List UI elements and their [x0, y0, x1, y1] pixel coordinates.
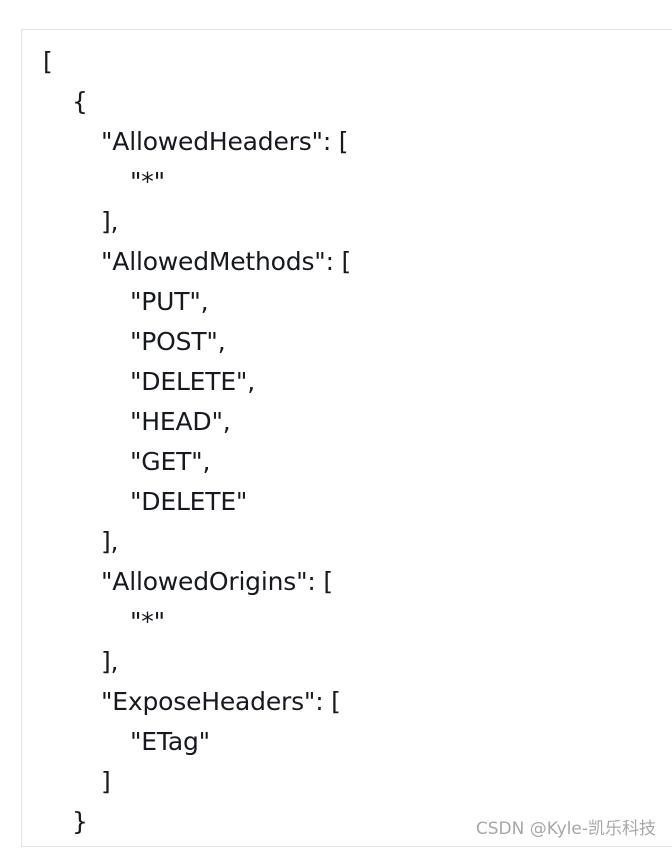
csdn-watermark: CSDN @Kyle-凯乐科技 — [475, 819, 656, 839]
code-line: "ExposeHeaders": [ — [101, 687, 341, 716]
code-block: [ { "AllowedHeaders": [ "*"], "AllowedMethod… — [21, 29, 672, 847]
code-line: "POST", — [130, 327, 226, 356]
code-line: "AllowedOrigins": [ — [101, 567, 333, 596]
code-line: ], — [101, 207, 119, 236]
code-line: { — [72, 87, 88, 116]
code-line: "*" — [130, 607, 165, 636]
code-line: "DELETE" — [130, 487, 248, 516]
code-line: "GET", — [130, 447, 211, 476]
code-line: "AllowedMethods": [ — [101, 247, 352, 276]
code-line: ], — [101, 527, 119, 556]
code-line: [ — [43, 47, 53, 76]
code-line: } — [72, 807, 88, 836]
code-line: "HEAD", — [130, 407, 231, 436]
code-line: ], — [101, 647, 119, 676]
code-line: "AllowedHeaders": [ — [101, 127, 349, 156]
code-line: "DELETE", — [130, 367, 255, 396]
code-line: "*" — [130, 167, 165, 196]
code-line: ] — [101, 767, 111, 796]
code-line: "ETag" — [130, 727, 210, 756]
code-line: "PUT", — [130, 287, 209, 316]
